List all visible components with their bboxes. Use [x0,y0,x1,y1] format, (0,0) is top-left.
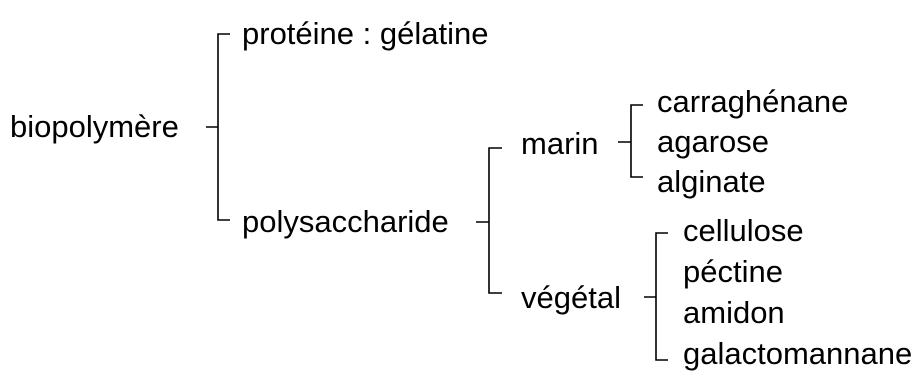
marine-item: agarose [657,124,770,159]
plant-item: cellulose [683,213,804,248]
plant-item: galactomannane [683,336,913,371]
plant-item: péctine [683,254,783,289]
marine-label: marin [521,126,599,161]
plant-item: amidon [683,295,785,330]
plant-label: végétal [521,280,621,315]
protein-branch-label: protéine : gélatine [242,16,489,51]
root-label: biopolymère [10,109,179,144]
polysaccharide-bracket [476,147,502,294]
marine-item: alginate [657,164,766,199]
root-bracket [206,33,230,221]
polysaccharide-label: polysaccharide [242,204,449,239]
plant-bracket [644,232,668,361]
marine-bracket [618,104,643,178]
marine-item: carraghénane [657,84,849,119]
